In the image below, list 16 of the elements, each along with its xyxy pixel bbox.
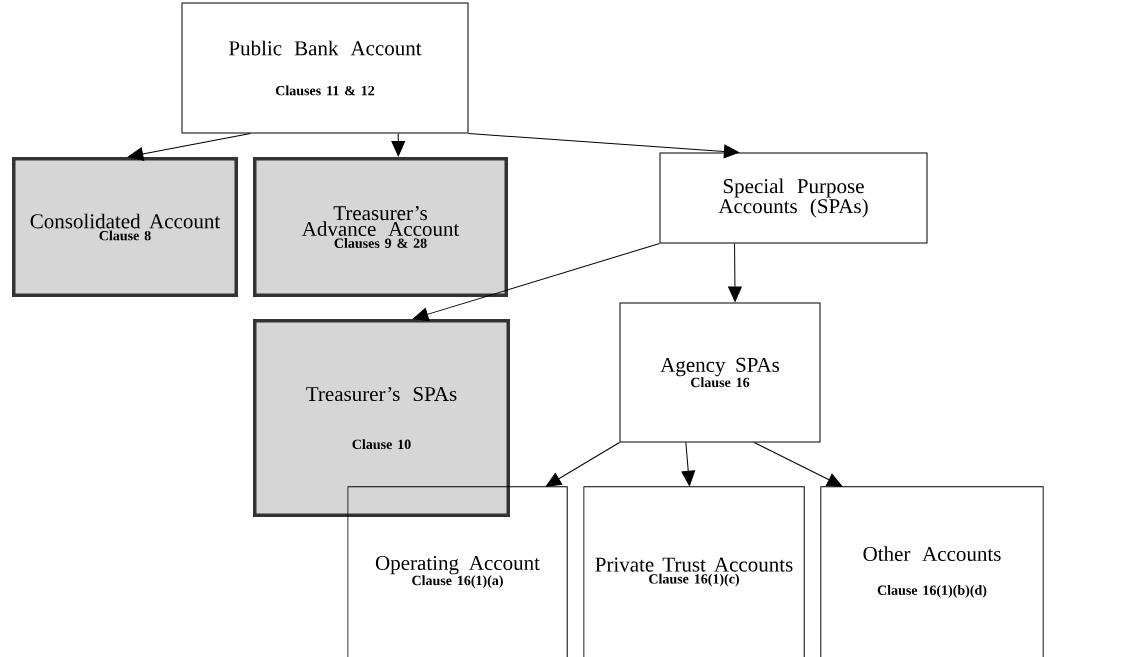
account-box: Consolidated Account Clause 8 xyxy=(12,157,238,297)
account-box: Treasurer’s SPAs Clause 10 xyxy=(253,319,510,517)
account-box: Agency SPAs Clause 16 xyxy=(619,302,821,443)
account-box: Operating Account Clause 16(1)(a) xyxy=(347,486,568,657)
arrow xyxy=(753,442,843,487)
account-box: Treasurer’s Advance Account Clauses 9 & 28 xyxy=(253,157,508,297)
account-box: Public Bank Account Clauses 11 & 12 xyxy=(181,2,469,134)
arrow xyxy=(468,133,740,159)
account-box: Private Trust Accounts Clause 16(1)(c) xyxy=(583,486,805,657)
arrow xyxy=(681,442,696,487)
account-box: Special Purpose Accounts (SPAs) xyxy=(659,152,928,244)
arrow xyxy=(728,243,742,302)
arrow xyxy=(391,133,406,157)
arrow xyxy=(413,243,660,322)
arrow xyxy=(128,133,251,161)
arrow xyxy=(545,442,620,487)
